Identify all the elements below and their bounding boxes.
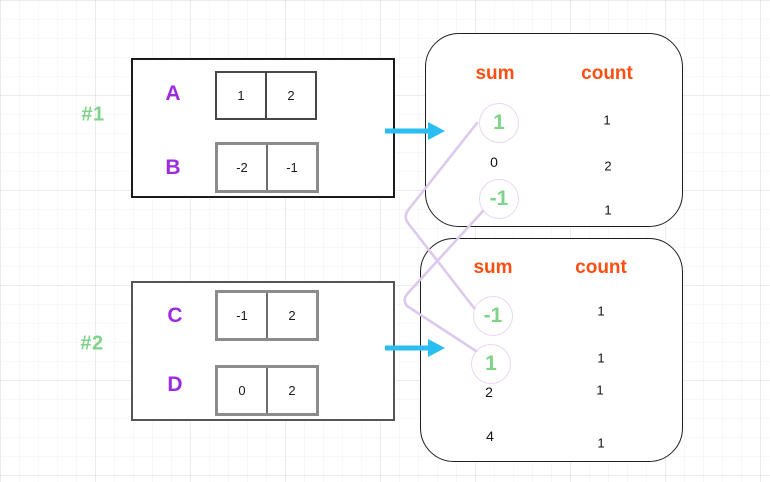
highlight-circle: -1 [479,179,519,219]
sum-header: sum [473,257,513,278]
array-cell: 2 [266,293,316,338]
sum-value: 1 [471,344,511,384]
count-header: count [575,257,627,278]
count-header: count [581,63,633,84]
array-name-C: C [167,304,183,327]
sum-value: 1 [479,103,519,143]
array-cell: 2 [266,368,316,413]
array-A-cells: 1 2 [215,71,317,120]
array-cell: -1 [236,308,248,323]
count-value: 1 [604,202,612,218]
count-value: 1 [603,112,611,128]
count-value: 1 [597,303,605,319]
highlight-circle: -1 [473,296,513,336]
highlight-circle: 1 [479,103,519,143]
array-name-A: A [165,82,181,105]
sum-value: 4 [486,428,494,444]
array-cell: -1 [266,145,316,190]
array-cell: 0 [238,383,246,398]
example1-label: #1 [81,103,105,126]
array-cell: 1 [237,88,245,103]
example2-label: #2 [80,332,104,355]
count-value: 1 [597,435,605,451]
array-B-cells: -2 -1 [215,142,319,193]
highlight-circle: 1 [471,344,511,384]
array-name-B: B [165,156,181,179]
sum-value: -1 [473,296,513,336]
result-table-1: sum count 1 1 0 2 -1 1 [425,33,683,227]
count-value: 1 [596,382,604,398]
array-name-D: D [167,373,183,396]
sum-value: 2 [485,384,493,400]
array-C-cells: -1 2 [215,290,319,341]
count-value: 1 [597,350,605,366]
sum-header: sum [475,63,515,84]
sum-value: 0 [490,154,498,170]
count-value: 2 [604,158,612,174]
array-D-cells: 0 2 [215,365,319,416]
result-table-2: sum count -1 1 1 1 2 1 4 1 [420,238,683,462]
array-cell: -2 [236,160,248,175]
example2-box: C -1 2 D 0 2 [131,281,395,421]
sum-value: -1 [479,179,519,219]
array-cell: 2 [265,73,315,118]
example1-box: A 1 2 B -2 -1 [131,58,395,198]
